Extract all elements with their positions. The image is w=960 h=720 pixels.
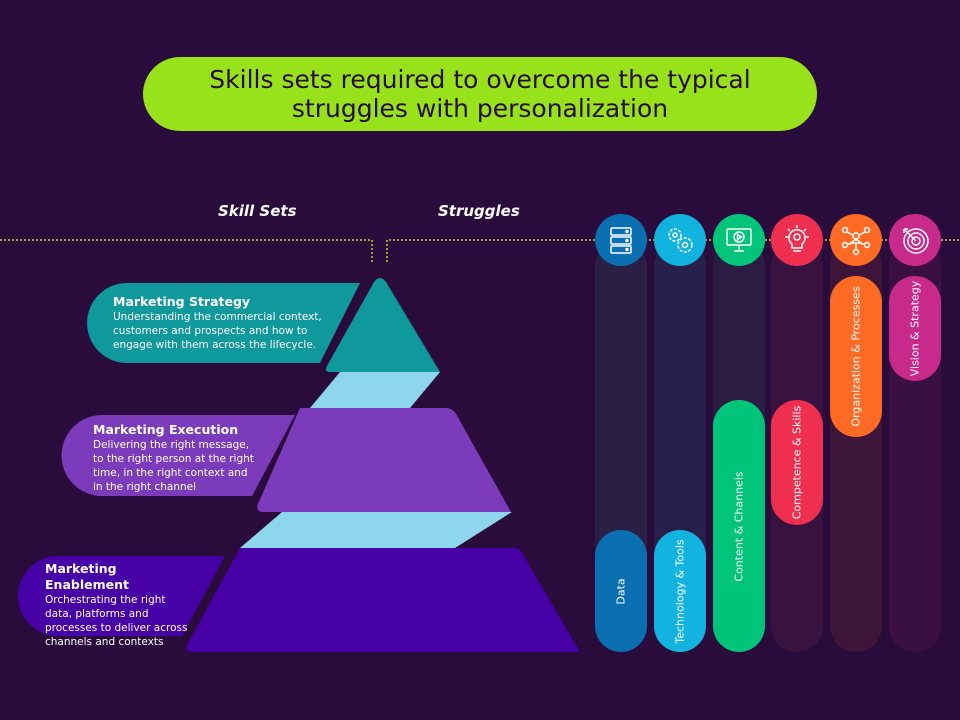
skill-title: Marketing Enablement: [45, 561, 129, 592]
network-people-icon: [830, 214, 882, 266]
struggle-label: Data: [614, 577, 628, 605]
skill-sets-heading: Skill Sets: [218, 202, 297, 220]
server-icon: [595, 214, 647, 266]
gears-icon: [654, 214, 706, 266]
skill-description: Delivering the right message, to the rig…: [93, 439, 254, 493]
title-banner: Skills sets required to overcome the typ…: [143, 57, 817, 131]
struggle-bar-content: Content & Channels: [713, 400, 765, 652]
struggle-bar-technology: Technology & Tools: [654, 530, 706, 652]
skill-marketing-enablement: Marketing Enablement Orchestrating the r…: [45, 561, 195, 649]
monitor-play-icon: [713, 214, 765, 266]
skill-title: Marketing Strategy: [113, 294, 251, 309]
skill-description: Orchestrating the right data, platforms …: [45, 594, 188, 648]
pyramid-strategy: [326, 278, 440, 372]
dotted-divider: [0, 239, 960, 262]
connector-band-top: [310, 372, 440, 408]
struggles-heading: Struggles: [438, 202, 520, 220]
struggle-label: Competence & Skills: [790, 405, 804, 520]
skill-marketing-strategy: Marketing Strategy Understanding the com…: [113, 294, 328, 352]
skill-description: Understanding the commercial context, cu…: [113, 311, 322, 351]
execution-label-shape: [61, 415, 295, 496]
skill-title: Marketing Execution: [93, 422, 239, 437]
struggle-bar-data: Data: [595, 530, 647, 652]
struggle-bar-organization: Organization & Processes: [830, 276, 882, 437]
struggle-label: Organization & Processes: [849, 286, 863, 427]
page-title: Skills sets required to overcome the typ…: [209, 65, 751, 123]
pyramid-execution: [257, 408, 511, 512]
struggle-bar-vision: Vision & Strategy: [889, 276, 941, 381]
enablement-label-shape: [18, 556, 225, 636]
struggle-label: Technology & Tools: [673, 538, 687, 644]
connector-band-bottom: [240, 512, 512, 548]
pyramid-enablement: [186, 548, 580, 652]
target-icon: [889, 214, 941, 266]
skill-marketing-execution: Marketing Execution Delivering the right…: [93, 422, 258, 494]
lightbulb-gear-icon: [771, 214, 823, 266]
struggle-bar-competence: Competence & Skills: [771, 400, 823, 525]
struggle-label: Vision & Strategy: [908, 280, 922, 377]
struggle-label: Content & Channels: [732, 470, 746, 582]
strategy-label-shape: [87, 283, 360, 363]
